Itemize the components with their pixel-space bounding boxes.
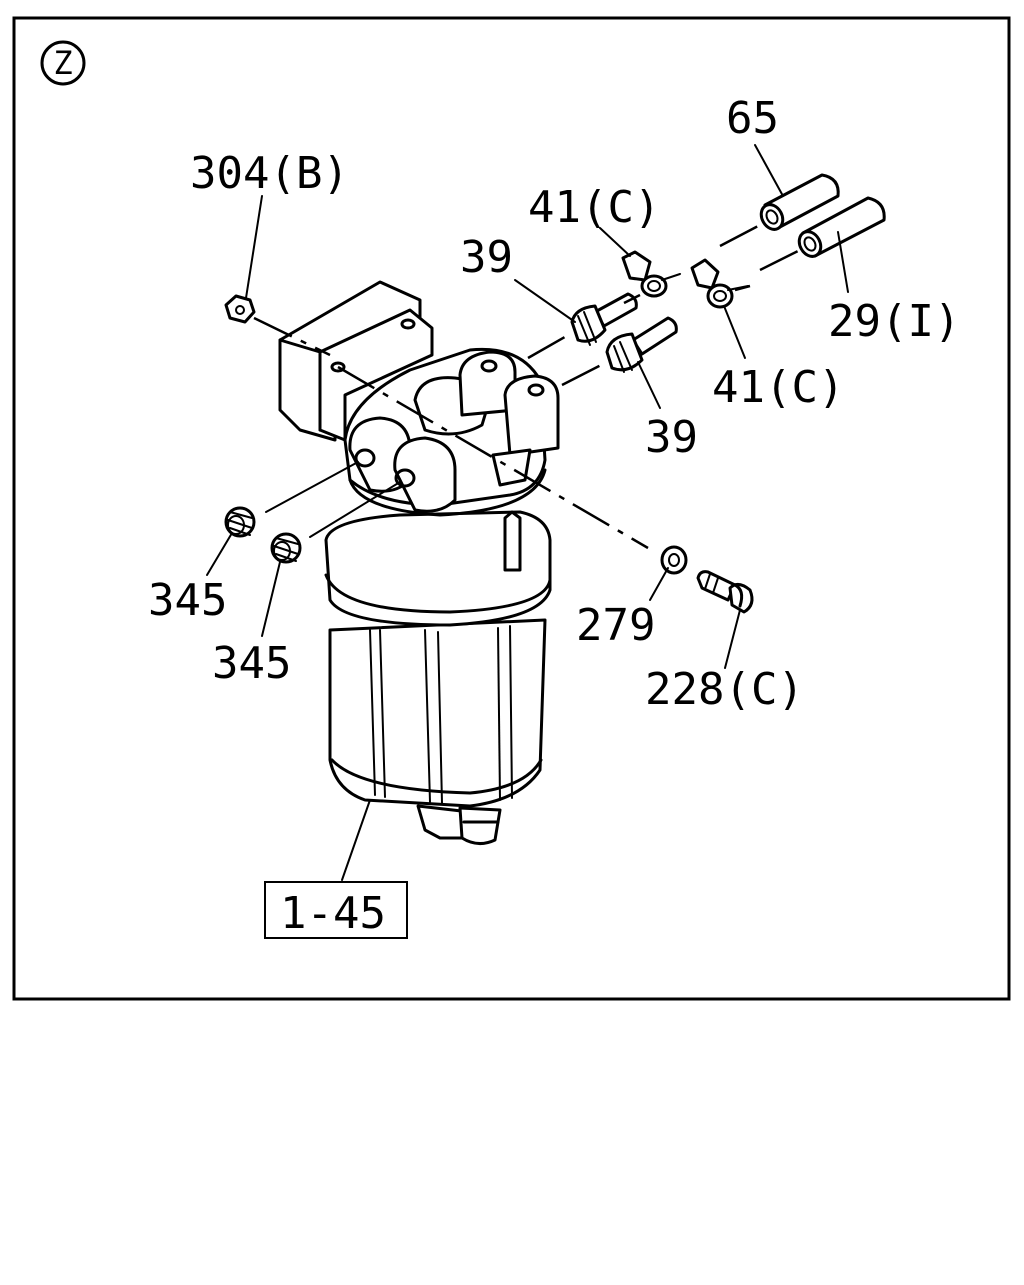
washer: [660, 545, 688, 575]
callout-labels: 65 304(B) 41(C) 39 29(I) 41(C) 39 345 27…: [148, 93, 960, 939]
hose-29: [797, 196, 886, 258]
diagram-frame: [12, 16, 1011, 1001]
assembly-lines: [253, 223, 801, 550]
callout-1-45: 1-45: [280, 888, 386, 939]
callout-39-mid: 39: [645, 412, 698, 463]
callout-279: 279: [576, 600, 655, 651]
callout-29i: 29(I): [828, 296, 960, 347]
hose-nipple-top: [570, 292, 638, 346]
callout-228c: 228(C): [645, 664, 804, 715]
callout-39-top: 39: [460, 232, 513, 283]
view-letter: Z: [53, 44, 72, 82]
drain-screw-a: [224, 506, 256, 538]
bolt: [696, 570, 754, 614]
fuel-filter-assembly: [324, 510, 552, 845]
callout-41c-mid: 41(C): [712, 362, 844, 413]
flange-nut: [224, 294, 256, 324]
hose-nipple-mid: [605, 316, 678, 373]
hose-clamp-top: [621, 250, 681, 298]
callout-41c-top: 41(C): [528, 182, 660, 233]
callout-345-b: 345: [212, 638, 291, 689]
callout-1-45-box: [264, 881, 408, 939]
callout-65: 65: [726, 93, 779, 144]
drain-screw-b: [270, 532, 302, 564]
filter-head: [278, 280, 560, 517]
view-marker: Z: [40, 40, 86, 86]
callout-345-a: 345: [148, 575, 227, 626]
hose-clamp-mid: [690, 258, 749, 309]
leader-lines: [206, 144, 849, 881]
callout-304b: 304(B): [190, 148, 349, 199]
hose-65: [759, 173, 840, 231]
